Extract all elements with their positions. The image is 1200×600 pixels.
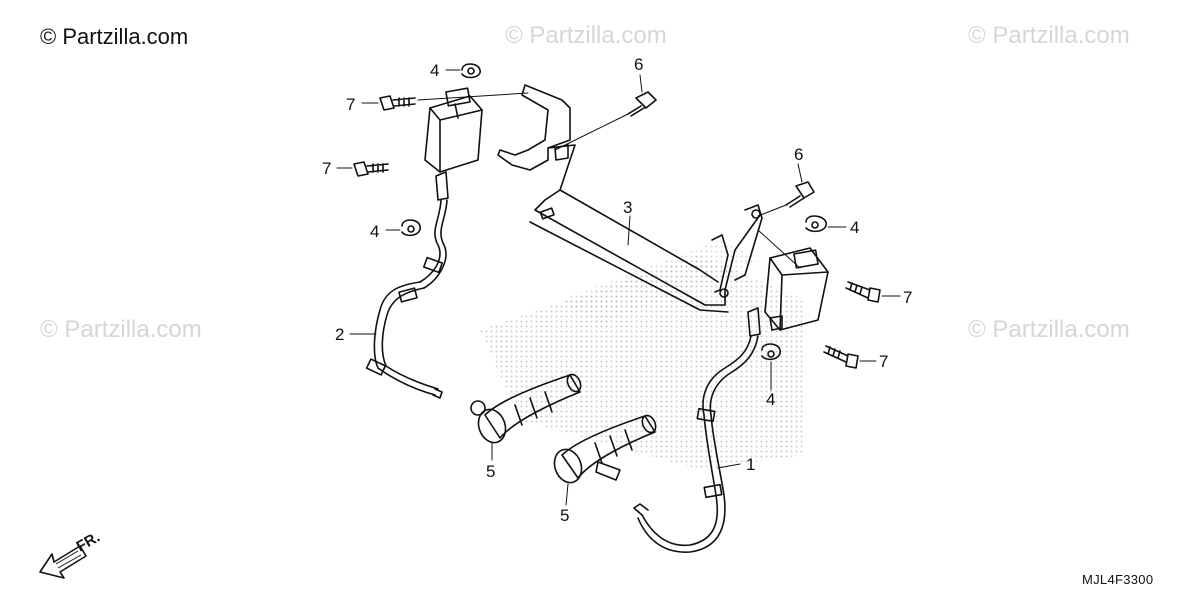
- bolt-6-left[interactable]: [627, 91, 657, 117]
- watermark-mid-left: © Partzilla.com: [40, 316, 202, 343]
- callout-7-lower-right[interactable]: 7: [879, 352, 888, 371]
- callout-6-left[interactable]: 6: [634, 55, 643, 74]
- clip-4-right-bottom[interactable]: [761, 343, 781, 361]
- ignition-coil-right[interactable]: [747, 247, 829, 337]
- spark-plug-cap-right[interactable]: [550, 413, 658, 486]
- callout-5-left[interactable]: 5: [486, 462, 495, 481]
- bolt-7-lower-right[interactable]: [823, 345, 859, 369]
- callout-labels: 4 7 7 4 2 6 3 6 4 7 7 4 1 5 5: [322, 55, 912, 525]
- spark-plug-wire-left[interactable]: [365, 199, 448, 399]
- clip-4-top[interactable]: [461, 63, 481, 79]
- leader-lines: [336, 69, 901, 506]
- bolt-7-upper-left[interactable]: [379, 95, 416, 111]
- callout-4-right-top[interactable]: 4: [850, 218, 859, 237]
- bolt-7-upper-right[interactable]: [845, 281, 881, 303]
- callout-5-right[interactable]: 5: [560, 506, 569, 525]
- copyright-label: © Partzilla.com: [40, 24, 189, 49]
- callout-7-upper-right[interactable]: 7: [903, 288, 912, 307]
- watermark-mid-right: © Partzilla.com: [968, 316, 1130, 343]
- callout-3[interactable]: 3: [623, 198, 632, 217]
- clip-4-left[interactable]: [401, 219, 421, 237]
- ignition-coil-left[interactable]: [424, 87, 483, 201]
- callout-7-lower-left[interactable]: 7: [322, 159, 331, 178]
- diagram-code: MJL4F3300: [1082, 572, 1154, 587]
- callout-7-upper-left[interactable]: 7: [346, 95, 355, 114]
- ignition-coil-bracket[interactable]: [497, 84, 763, 313]
- front-direction-arrow: FR.: [39, 529, 103, 579]
- callout-4-right-bottom[interactable]: 4: [766, 390, 775, 409]
- spark-plug-cap-left[interactable]: [470, 372, 583, 446]
- callout-2[interactable]: 2: [335, 325, 344, 344]
- callout-4-left[interactable]: 4: [370, 222, 379, 241]
- watermark-top-right: © Partzilla.com: [968, 22, 1130, 49]
- clip-4-right-top[interactable]: [805, 215, 827, 233]
- bolt-7-lower-left[interactable]: [353, 161, 389, 177]
- callout-4-top[interactable]: 4: [430, 61, 439, 80]
- callout-6-right[interactable]: 6: [794, 145, 803, 164]
- callout-1[interactable]: 1: [746, 455, 755, 474]
- spark-plug-wire-right[interactable]: [633, 335, 759, 553]
- bolt-6-right[interactable]: [785, 181, 815, 208]
- background-wing-logo: [480, 240, 805, 470]
- watermark-top-center: © Partzilla.com: [505, 22, 667, 49]
